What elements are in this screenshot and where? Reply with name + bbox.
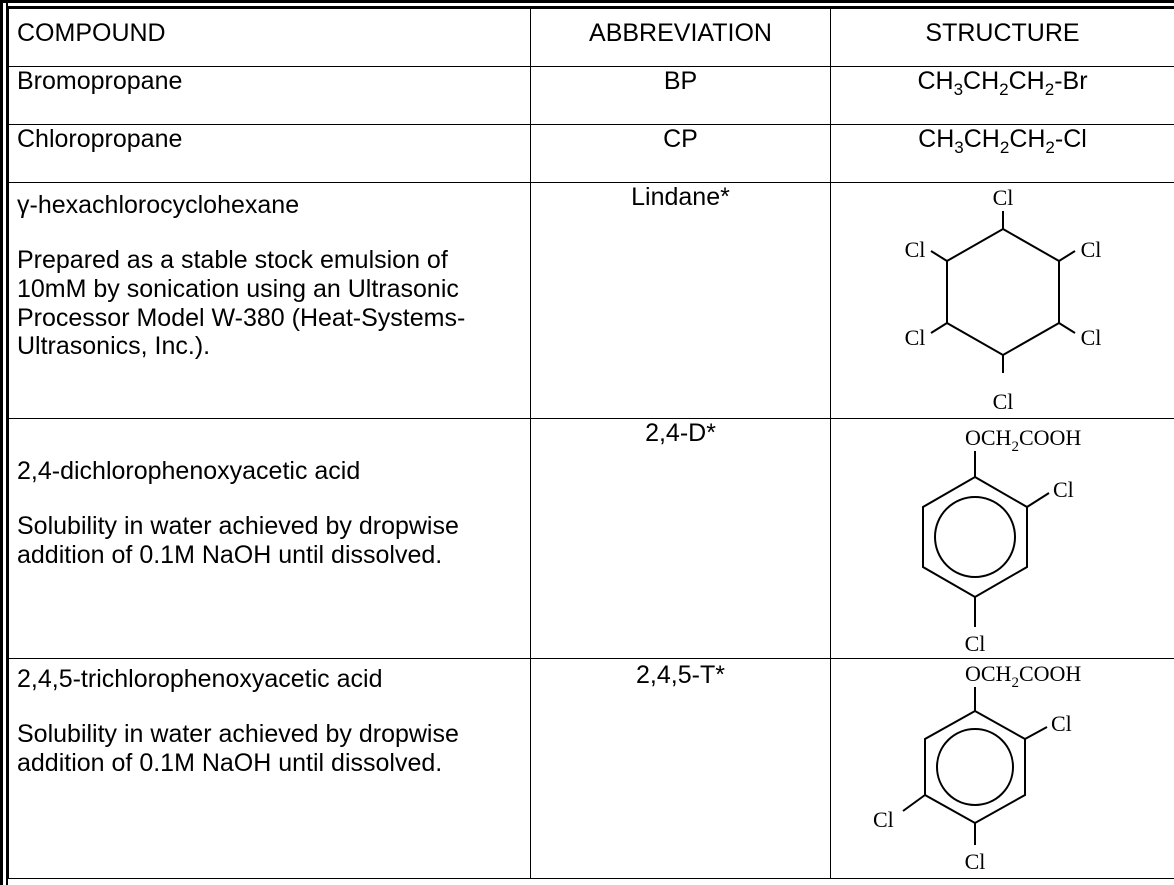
- compound-name: γ-hexachlorocyclohexane: [17, 191, 300, 219]
- compound-abbreviation: CP: [530, 124, 831, 183]
- chlorine-label: Cl: [1053, 477, 1074, 502]
- side-chain-label: OCH2COOH: [965, 661, 1081, 691]
- chlorine-label: Cl: [873, 807, 894, 832]
- compound-name: Chloropropane: [8, 124, 531, 183]
- chlorine-label: Cl: [1080, 237, 1101, 262]
- 245t-structure-diagram: OCH2COOH Cl Cl Cl: [873, 661, 1081, 874]
- compound-abbreviation: 2,4,5-T*: [530, 658, 831, 879]
- left-double-rule-outer: [0, 0, 3, 885]
- compound-structure-formula: CH3CH2CH2-Br: [830, 66, 1174, 125]
- chlorine-label: Cl: [1080, 325, 1101, 350]
- compound-cell: γ-hexachlorocyclohexane Prepared as a st…: [8, 182, 531, 419]
- table-header-row: COMPOUND ABBREVIATION STRUCTURE: [8, 8, 1174, 67]
- header-compound: COMPOUND: [8, 8, 531, 67]
- compound-abbreviation: 2,4-D*: [530, 418, 831, 659]
- chlorine-label: Cl: [904, 237, 925, 262]
- chlorine-label: Cl: [964, 631, 985, 656]
- left-double-rule-inner: [6, 0, 8, 885]
- compound-table: COMPOUND ABBREVIATION STRUCTURE Bromopro…: [8, 8, 1174, 879]
- compound-note: Prepared as a stable stock emulsion of 1…: [17, 246, 466, 361]
- table-row: Chloropropane CP CH3CH2CH2-Cl: [8, 124, 1174, 183]
- top-double-rule-outer: [0, 0, 1174, 3]
- compound-name: Bromopropane: [8, 66, 531, 125]
- compound-abbreviation: Lindane*: [530, 182, 831, 419]
- chlorine-label: Cl: [992, 185, 1013, 210]
- header-abbreviation: ABBREVIATION: [530, 8, 831, 67]
- chlorine-label: Cl: [1051, 711, 1072, 736]
- lindane-structure-diagram: Cl Cl Cl Cl Cl Cl: [904, 185, 1101, 414]
- top-double-rule-inner: [6, 6, 1174, 8]
- compound-cell: 2,4,5-trichlorophenoxyacetic acid Solubi…: [8, 658, 531, 879]
- header-structure: STRUCTURE: [830, 8, 1174, 67]
- chlorine-label: Cl: [992, 389, 1013, 414]
- compound-structure-formula: CH3CH2CH2-Cl: [830, 124, 1174, 183]
- table-row: Bromopropane BP CH3CH2CH2-Br: [8, 66, 1174, 125]
- table-row: 2,4,5-trichlorophenoxyacetic acid Solubi…: [8, 658, 1174, 879]
- compound-structure-drawing: OCH2COOH Cl Cl: [830, 418, 1174, 659]
- compound-cell: 2,4-dichlorophenoxyacetic acid Solubilit…: [8, 418, 531, 659]
- compound-structure-drawing: OCH2COOH Cl Cl Cl: [830, 658, 1174, 879]
- chlorine-label: Cl: [904, 325, 925, 350]
- 24d-structure-diagram: OCH2COOH Cl Cl: [921, 425, 1081, 656]
- compound-name: 2,4-dichlorophenoxyacetic acid: [17, 457, 361, 485]
- table-row: 2,4-dichlorophenoxyacetic acid Solubilit…: [8, 418, 1174, 659]
- compound-abbreviation: BP: [530, 66, 831, 125]
- table-row: γ-hexachlorocyclohexane Prepared as a st…: [8, 182, 1174, 419]
- side-chain-label: OCH2COOH: [965, 425, 1081, 455]
- compound-name: 2,4,5-trichlorophenoxyacetic acid: [17, 665, 383, 693]
- chlorine-label: Cl: [964, 849, 985, 874]
- compound-structure-drawing: Cl Cl Cl Cl Cl Cl: [830, 182, 1174, 419]
- compound-note: Solubility in water achieved by dropwise…: [17, 720, 459, 777]
- compound-note: Solubility in water achieved by dropwise…: [17, 512, 459, 569]
